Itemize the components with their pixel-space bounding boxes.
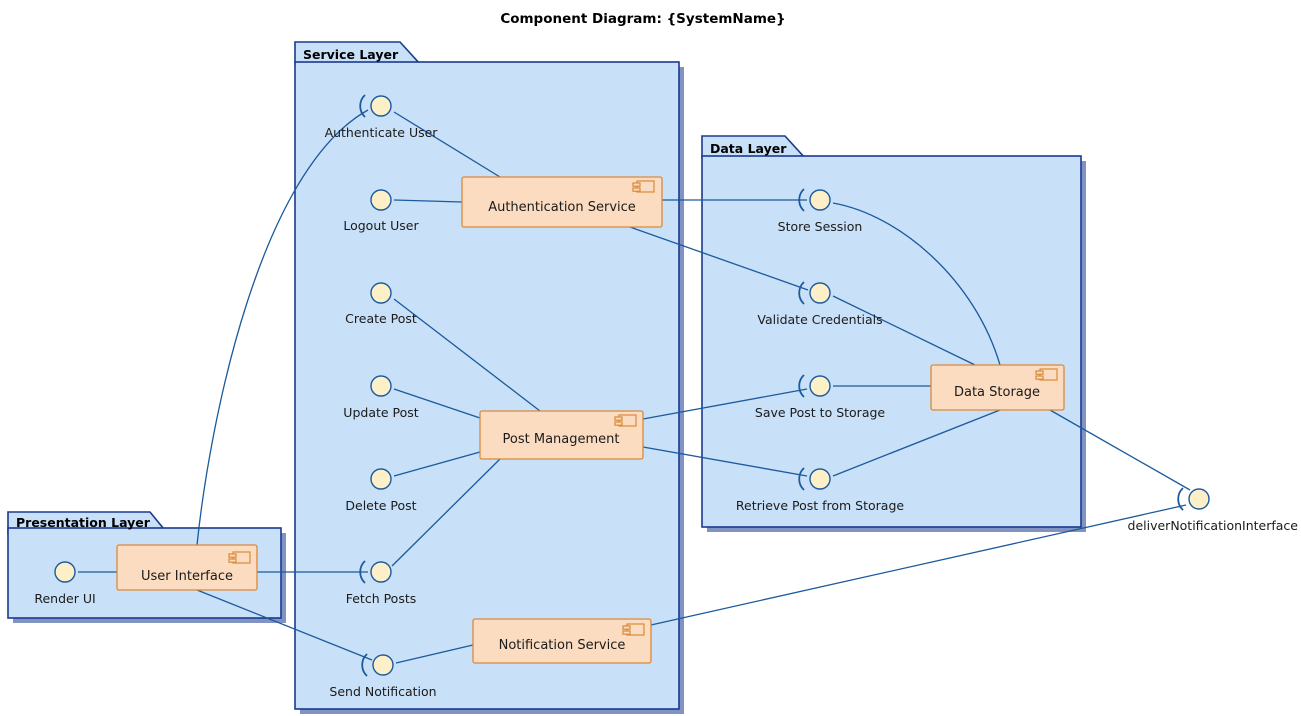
connection-post-mgmt-to-create-post [393, 298, 541, 412]
component-icon [614, 414, 637, 427]
interface-ball-icon [370, 282, 392, 304]
interface-logout-user[interactable]: Logout User [343, 189, 419, 233]
connection-post-mgmt-to-retrieve-post [642, 446, 808, 477]
component-box [116, 544, 258, 591]
interface-label: Send Notification [329, 684, 436, 699]
connection-layer [78, 109, 1191, 664]
interface-save-post-to-storage[interactable]: Save Post to Storage [755, 374, 886, 420]
connection-auth-service-to-logout-user [393, 199, 463, 203]
component-label: User Interface [141, 569, 233, 584]
component-icon [622, 623, 645, 636]
interface-socket-icon [798, 281, 805, 305]
connection-auth-service-to-authenticate-user [393, 111, 501, 178]
interface-label: Fetch Posts [346, 591, 417, 606]
connection-post-mgmt-to-fetch-posts [391, 458, 501, 567]
interface-label: Render UI [34, 591, 95, 606]
interface-ball-icon [370, 95, 392, 117]
package-body [294, 61, 680, 710]
interface-socket-icon [359, 94, 366, 118]
interface-render-ui[interactable]: Render UI [34, 561, 96, 606]
interface-ball-icon [1188, 488, 1210, 510]
interface-socket-icon [1177, 487, 1184, 511]
package-service-layer[interactable]: Service Layer [294, 41, 684, 714]
component-label: Authentication Service [488, 200, 636, 215]
component-user-interface[interactable]: User Interface [116, 544, 258, 591]
interface-socket-icon [359, 560, 366, 584]
component-notification-service[interactable]: Notification Service [472, 618, 652, 664]
interface-label: Authenticate User [325, 125, 439, 140]
package-data-layer[interactable]: Data Layer [701, 135, 1086, 532]
interface-socket-icon [361, 653, 368, 677]
component-icon [632, 180, 655, 193]
component-label: Data Storage [954, 385, 1040, 400]
page-title: Component Diagram: {SystemName} [500, 11, 785, 27]
interface-ball-icon [370, 468, 392, 490]
interface-update-post[interactable]: Update Post [343, 375, 419, 420]
component-authentication-service[interactable]: Authentication Service [461, 176, 663, 228]
interface-ball-icon [370, 561, 392, 583]
interface-ball-icon [54, 561, 76, 583]
connection-post-mgmt-to-update-post [393, 388, 481, 419]
connection-notification-service-to-deliver-interface [650, 504, 1187, 626]
interface-create-post[interactable]: Create Post [345, 282, 417, 326]
connection-post-mgmt-to-delete-post [393, 451, 481, 477]
connection-post-mgmt-to-save-post [642, 388, 808, 420]
connection-store-session-to-data-storage [832, 202, 1001, 366]
interface-label: Update Post [343, 405, 418, 420]
interface-label: Validate Credentials [757, 312, 882, 327]
interface-ball-icon [809, 189, 831, 211]
interface-authenticate-user[interactable]: Authenticate User [325, 94, 439, 140]
component-post-management[interactable]: Post Management [479, 410, 644, 460]
interface-send-notification[interactable]: Send Notification [329, 653, 437, 699]
interface-fetch-posts[interactable]: Fetch Posts [346, 560, 417, 606]
package-body [701, 155, 1082, 528]
interface-ball-icon [370, 375, 392, 397]
interface-deliver-notification-interface[interactable]: deliverNotificationInterface [1128, 487, 1299, 533]
interface-retrieve-post-from-storage[interactable]: Retrieve Post from Storage [736, 467, 904, 513]
interface-socket-icon [798, 467, 805, 491]
interface-label: Create Post [345, 311, 417, 326]
component-icon [228, 551, 251, 564]
connection-ui-to-authenticate-user [196, 109, 369, 546]
interface-ball-icon [370, 189, 392, 211]
interface-ball-icon [809, 282, 831, 304]
interface-delete-post[interactable]: Delete Post [345, 468, 417, 513]
component-data-storage[interactable]: Data Storage [930, 364, 1065, 411]
interface-label: Logout User [343, 218, 419, 233]
interface-ball-icon [809, 375, 831, 397]
interface-ball-icon [372, 654, 394, 676]
interface-label: Save Post to Storage [755, 405, 886, 420]
package-label: Presentation Layer [16, 515, 151, 530]
component-box [472, 618, 652, 664]
connection-data-storage-to-deliver-interface [1049, 409, 1191, 491]
package-label: Service Layer [303, 47, 399, 62]
component-label: Notification Service [499, 638, 626, 653]
connection-auth-service-to-validate-credentials [629, 226, 809, 291]
interface-label: deliverNotificationInterface [1128, 518, 1299, 533]
component-box [479, 410, 644, 460]
package-label: Data Layer [710, 141, 787, 156]
interface-validate-credentials[interactable]: Validate Credentials [757, 281, 883, 327]
interface-label: Delete Post [345, 498, 416, 513]
interface-socket-icon [798, 188, 805, 212]
interface-ball-icon [809, 468, 831, 490]
interface-label: Store Session [778, 219, 863, 234]
interface-socket-icon [798, 374, 805, 398]
component-label: Post Management [503, 432, 620, 447]
component-box [930, 364, 1065, 411]
component-icon [1035, 368, 1058, 381]
component-box [461, 176, 663, 228]
interface-store-session[interactable]: Store Session [778, 188, 863, 234]
connection-notification-service-to-send-notification [395, 644, 474, 664]
connection-ui-to-send-notification [196, 589, 373, 661]
connection-validate-credentials-to-data-storage [832, 295, 976, 366]
connection-retrieve-post-to-data-storage [832, 409, 1001, 477]
interface-label: Retrieve Post from Storage [736, 498, 904, 513]
